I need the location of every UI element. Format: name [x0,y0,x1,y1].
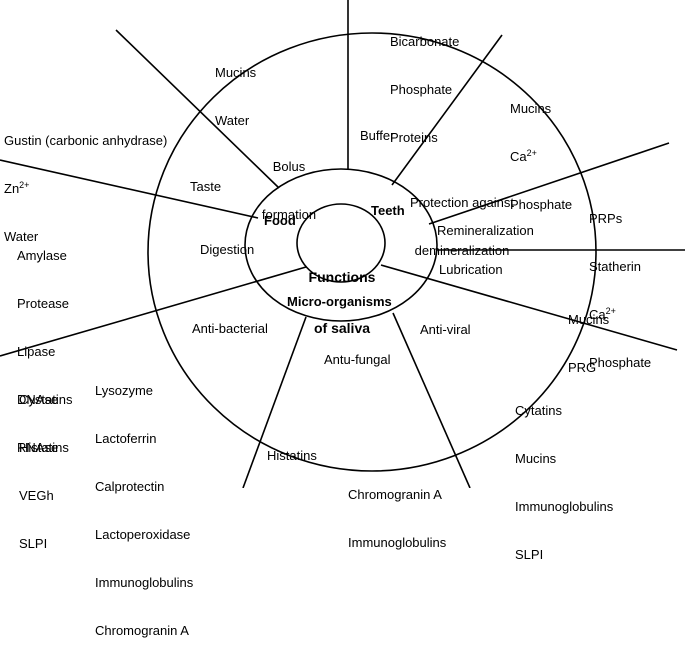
component-item: Immunoglobulins [95,575,194,590]
component-item: Proteins [390,130,438,145]
component-item: RNAse [17,440,59,455]
spoke-protection-remineralization [428,142,670,225]
component-item: Mucins [515,451,557,466]
component-item: Statherin [589,259,642,274]
components-antifungal-bottom: Chromogranin A Immunoglobulins [348,455,446,583]
component-item-calcium: Ca2+ [589,307,651,323]
components-antifungal-histatins: Histatins [267,448,317,463]
component-item: Phosphate [390,82,453,97]
component-item: Lipase [17,344,56,359]
component-item: Lactoperoxidase [95,527,191,542]
component-item: Lactoferrin [95,431,157,446]
component-item: Lysozyme [95,383,154,398]
function-bolus-line1: Bolus [272,159,306,174]
component-item: Protease [17,296,70,311]
domain-microorganisms: Micro-organisms [287,294,392,309]
outer-circle [147,32,597,472]
function-bolus-line2: formation [261,207,317,222]
spoke-antibacterial-antifungal [242,316,307,488]
function-bolus-formation: Bolus formation [246,127,332,255]
function-protection-line1: Protection against [409,195,515,210]
diagram-lines [0,0,685,488]
function-antifungal: Antu-fungal [324,352,391,367]
component-item: Water [215,113,250,128]
components-taste: Gustin (carbonic anhydrase) Zn2+ Water [4,101,167,277]
calcium-charge: 2+ [605,306,616,316]
component-item: Mucins [510,101,552,116]
components-buffer: Bicarbonate Phosphate Proteins [390,2,459,178]
spoke-lubrication-antiviral [380,264,678,351]
center-label-line1: Functions [308,269,376,285]
component-item: SLPI [515,547,544,562]
function-protection: Protection against demineralization [396,163,528,291]
domain-teeth: Teeth [371,203,405,218]
component-item: Bicarbonate [390,34,460,49]
components-antiviral: Cytatins Mucins Immunoglobulins SLPI [515,371,613,595]
component-item-calcium: Ca2+ [510,149,572,165]
function-buffer: Buffer [360,128,395,143]
calcium-symbol: Ca [510,149,527,164]
component-item: VEGh [19,488,54,503]
component-item: Immunoglobulins [515,499,614,514]
function-antibacterial: Anti-bacterial [192,321,268,336]
component-item: Mucins [215,65,257,80]
spoke-antifungal-antiviral [392,312,471,488]
component-item: Calprotectin [95,479,165,494]
domain-food: Food [264,213,296,228]
center-label-line2: of saliva [313,320,371,336]
function-digestion: Digestion [200,242,255,257]
components-protection: Mucins Ca2+ Phosphate [510,69,572,245]
center-label: Functions of saliva [299,235,385,371]
component-item: Immunoglobulins [348,535,447,550]
function-antiviral: Anti-viral [420,322,471,337]
saliva-functions-diagram: Functions of saliva Food Teeth Micro-org… [0,0,685,638]
component-item: Amylase [17,248,67,263]
component-item: Chromogranin A [95,623,189,638]
zinc-symbol: Zn [4,181,20,196]
component-item: SLPI [19,536,48,551]
components-remineralization: PRPs Statherin Ca2+ Phosphate [589,179,651,403]
component-item: Cystatins [19,392,73,407]
component-item: Phosphate [589,355,652,370]
component-item: Water [4,229,39,244]
spoke-digestion-antibacterial [0,266,307,357]
component-item: Phosphate [510,197,573,212]
function-protection-line2: demineralization [414,243,510,258]
component-item: Chromogranin A [348,487,442,502]
spoke-bolus-taste [115,29,280,189]
function-lubrication: Lubrication [439,262,503,277]
components-digestion: Amylase Protease Lipase DNAse RNAse [17,216,69,488]
calcium-symbol: Ca [589,307,606,322]
component-item: Gustin (carbonic anhydrase) [4,133,168,148]
component-item: PRPs [589,211,623,226]
component-item: Mucins [568,312,610,327]
components-bolus: Mucins Water [215,33,256,161]
components-antibacterial-outer: Cystatins Histatins VEGh SLPI [19,360,72,584]
function-taste: Taste [190,179,222,194]
component-item: Cytatins [515,403,562,418]
components-lubrication: Mucins PRG [568,280,609,408]
middle-circle [244,168,438,322]
calcium-charge: 2+ [526,148,537,158]
components-antibacterial-inner: Lysozyme Lactoferrin Calprotectin Lactop… [95,351,193,671]
component-item-zinc: Zn2+ [4,181,167,197]
component-item: DNAse [17,392,59,407]
zinc-charge: 2+ [19,180,30,190]
spoke-buffer-protection [391,34,503,186]
function-remineralization: Remineralization [437,223,534,238]
component-item: PRG [568,360,597,375]
spoke-taste-digestion [0,159,259,219]
center-circle [296,203,386,283]
component-item: Histatins [19,440,69,455]
